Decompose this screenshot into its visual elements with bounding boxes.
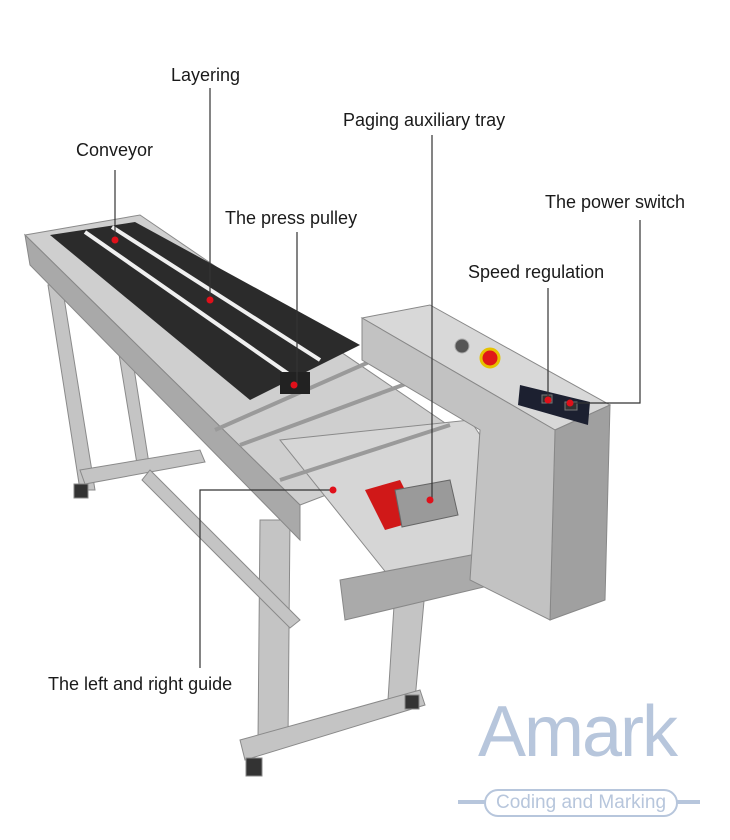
label-press-pulley: The press pulley xyxy=(225,208,358,228)
label-paging-tray: Paging auxiliary tray xyxy=(343,110,506,130)
logo-wordmark: Amark xyxy=(478,692,678,772)
logo-bar-left xyxy=(458,800,486,804)
label-power-switch: The power switch xyxy=(545,192,686,212)
emergency-stop-button xyxy=(479,347,501,369)
callout-lines xyxy=(114,88,641,668)
logo-bar-right xyxy=(674,800,700,804)
callout-markers xyxy=(111,236,574,504)
logo-tagline: Coding and Marking xyxy=(484,789,678,817)
machine-frame xyxy=(47,284,426,777)
control-box-front xyxy=(361,317,556,621)
control-panel xyxy=(518,385,590,425)
label-guide: The left and right guide xyxy=(48,674,233,694)
label-speed-regulation: Speed regulation xyxy=(468,262,605,282)
indicator-light xyxy=(454,338,470,354)
label-conveyor: Conveyor xyxy=(76,140,154,160)
conveyor-belt xyxy=(50,222,360,400)
label-layering: Layering xyxy=(171,65,241,85)
